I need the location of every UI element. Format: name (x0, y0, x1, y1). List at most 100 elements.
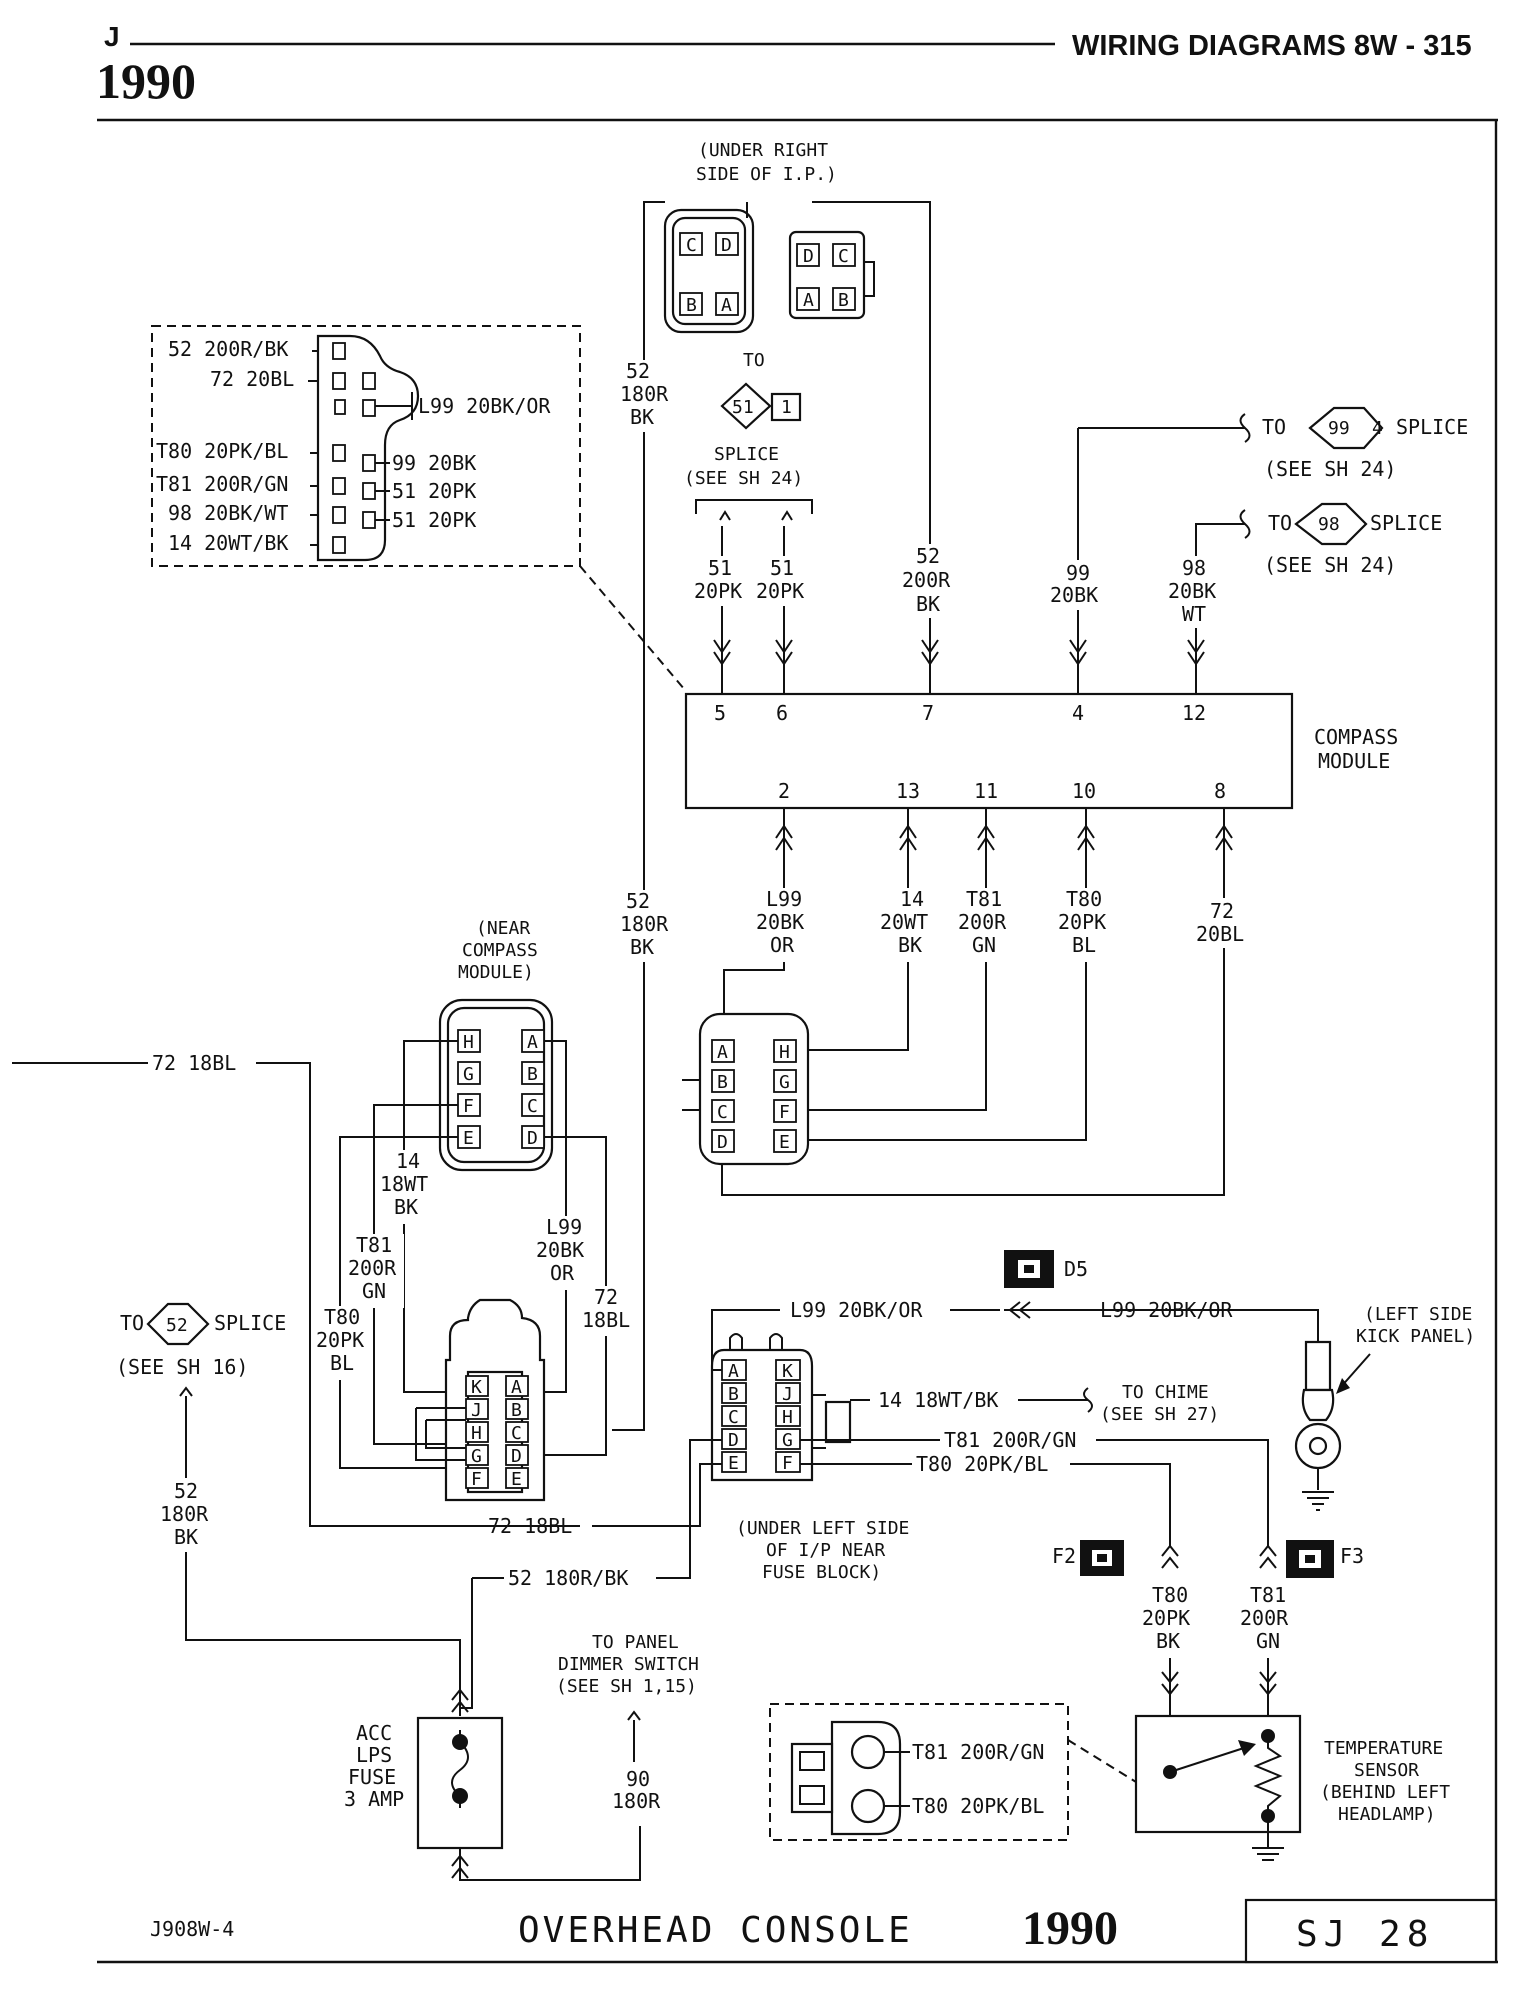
svg-text:SPLICE: SPLICE (1370, 511, 1442, 535)
svg-text:H: H (463, 1032, 474, 1053)
svg-text:C: C (838, 246, 849, 267)
svg-text:51 20PK: 51 20PK (392, 508, 476, 532)
page-footer: J908W-4 OVERHEAD CONSOLE 1990 SJ 28 (97, 1898, 1498, 1964)
svg-text:BK: BK (630, 405, 654, 429)
svg-text:F3: F3 (1340, 1544, 1364, 1568)
wire-72-18bl-run-top: 72 18BL (148, 1050, 256, 1075)
svg-text:2: 2 (778, 779, 790, 803)
wire-14-20wt-bk: 14 20WT BK (878, 887, 938, 962)
svg-text:FUSE: FUSE (348, 1765, 396, 1789)
svg-text:20PK: 20PK (1142, 1606, 1190, 1630)
wire-14-18wt-bk: 14 18WT BK (378, 1149, 434, 1224)
svg-text:C: C (686, 235, 697, 256)
svg-text:99: 99 (1066, 561, 1090, 585)
footer-title: OVERHEAD CONSOLE (518, 1910, 913, 1951)
header-year: 1990 (96, 53, 196, 109)
wire-72-18bl-near: 72 18BL (580, 1285, 634, 1336)
svg-text:B: B (717, 1072, 728, 1093)
svg-text:E: E (511, 1469, 522, 1490)
svg-text:98 20BK/WT: 98 20BK/WT (168, 501, 288, 525)
wire-72-20bl: 72 20BL (1194, 898, 1254, 948)
svg-text:L99 20BK/OR: L99 20BK/OR (418, 394, 551, 418)
svg-text:52: 52 (916, 544, 940, 568)
svg-text:J: J (782, 1384, 793, 1405)
wire-t80-20pk-bl: T80 20PK BL (1056, 887, 1116, 962)
wire-99-20bk: 99 20BK (1048, 560, 1108, 610)
ground-f3: F3 (1286, 1540, 1364, 1578)
wire-52-180r-bk-lower: 52 180R BK (618, 889, 672, 962)
svg-text:T80 20PK/BL: T80 20PK/BL (912, 1794, 1044, 1818)
svg-text:SPLICE: SPLICE (1396, 415, 1468, 439)
page-title: WIRING DIAGRAMS 8W - 315 (1072, 30, 1472, 62)
svg-text:T81 200R/GN: T81 200R/GN (912, 1740, 1044, 1764)
svg-text:C: C (728, 1407, 739, 1428)
svg-text:180R: 180R (160, 1502, 209, 1526)
svg-text:F: F (463, 1096, 474, 1117)
svg-text:(SEE SH 27): (SEE SH 27) (1100, 1404, 1219, 1425)
svg-text:G: G (779, 1072, 790, 1093)
svg-text:A: A (717, 1042, 728, 1063)
svg-text:10: 10 (1072, 779, 1096, 803)
svg-text:200R: 200R (958, 910, 1007, 934)
svg-text:J: J (471, 1400, 482, 1421)
svg-text:L99: L99 (766, 887, 802, 911)
svg-text:C: C (717, 1102, 728, 1123)
svg-text:(UNDER RIGHT: (UNDER RIGHT (698, 140, 828, 161)
inset-left-labels: 52 200R/BK 72 20BL T80 20PK/BL T81 200R/… (156, 337, 294, 555)
connector-inset: 52 200R/BK 72 20BL T80 20PK/BL T81 200R/… (151, 325, 686, 691)
svg-text:8: 8 (1214, 779, 1226, 803)
splice-98-ref: TO 98 SPLICE (SEE SH 24) (1195, 502, 1442, 577)
svg-text:GN: GN (362, 1279, 386, 1303)
svg-text:D: D (511, 1446, 522, 1467)
svg-text:K: K (782, 1361, 793, 1382)
svg-text:20PK: 20PK (316, 1328, 364, 1352)
svg-text:F: F (471, 1469, 482, 1490)
svg-text:BK: BK (174, 1525, 198, 1549)
wire-t81-200r-gn-sensor: T81 200R GN (1240, 1583, 1289, 1653)
svg-text:14: 14 (900, 887, 924, 911)
wire-t80-20pk-bl-near: T80 20PK BL (314, 1305, 370, 1380)
svg-text:200R: 200R (348, 1256, 397, 1280)
svg-text:51: 51 (708, 556, 732, 580)
svg-text:B: B (838, 290, 849, 311)
svg-text:14 18WT/BK: 14 18WT/BK (878, 1388, 998, 1412)
svg-text:B: B (527, 1064, 538, 1085)
section-letter: J (104, 21, 120, 52)
svg-text:A: A (527, 1032, 538, 1053)
svg-text:BL: BL (330, 1351, 354, 1375)
svg-text:18BL: 18BL (582, 1308, 630, 1332)
ground-d5: D5 (1004, 1250, 1088, 1288)
lower-harness-connector: K J H G F A B C D E (415, 1298, 546, 1502)
svg-text:20PK: 20PK (756, 579, 804, 603)
svg-text:(LEFT SIDE: (LEFT SIDE (1364, 1304, 1472, 1325)
compass-module: COMPASS MODULE 5 6 7 4 12 2 13 11 10 8 (684, 692, 1398, 810)
acc-lps-fuse: ACC LPS FUSE 3 AMP (344, 1688, 641, 1881)
svg-text:D: D (721, 235, 732, 256)
svg-text:72: 72 (1210, 899, 1234, 923)
run-l99-a: L99 20BK/OR (790, 1298, 923, 1322)
svg-text:F2: F2 (1052, 1544, 1076, 1568)
svg-text:20PK: 20PK (694, 579, 742, 603)
svg-text:D: D (803, 246, 814, 267)
svg-text:T80: T80 (1066, 887, 1102, 911)
svg-text:BL: BL (1072, 933, 1096, 957)
svg-text:72 18BL: 72 18BL (488, 1514, 572, 1538)
svg-text:20BK: 20BK (536, 1238, 584, 1262)
svg-text:F: F (782, 1453, 793, 1474)
svg-text:TO: TO (1262, 415, 1286, 439)
svg-text:FUSE BLOCK): FUSE BLOCK) (762, 1562, 881, 1583)
svg-text:14: 14 (396, 1149, 420, 1173)
svg-text:(UNDER LEFT SIDE: (UNDER LEFT SIDE (736, 1518, 909, 1539)
svg-text:E: E (728, 1453, 739, 1474)
run-l99-b: L99 20BK/OR (1100, 1298, 1233, 1322)
svg-text:1: 1 (781, 397, 792, 418)
svg-text:72 20BL: 72 20BL (210, 367, 294, 391)
svg-text:(BEHIND LEFT: (BEHIND LEFT (1320, 1782, 1450, 1803)
svg-text:52 180R/BK: 52 180R/BK (508, 1566, 628, 1590)
svg-text:14 20WT/BK: 14 20WT/BK (168, 531, 288, 555)
svg-text:LPS: LPS (356, 1743, 392, 1767)
kick-panel-ground: (LEFT SIDE KICK PANEL) (1294, 1304, 1475, 1511)
under-left-ip-connector: A B C D E K J H G F (UNDER LEFT SIDE OF … (710, 1333, 909, 1583)
wire-l99-20bk-or-near: L99 20BK OR (534, 1215, 596, 1290)
